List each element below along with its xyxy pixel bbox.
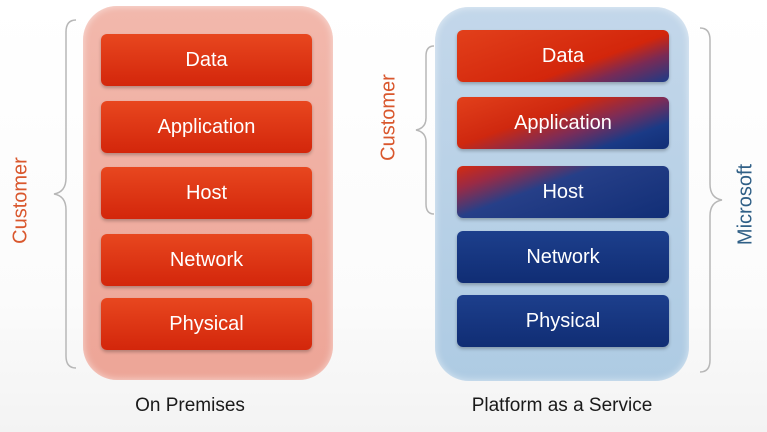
paas-layer-host: Host <box>457 166 669 218</box>
paas-caption: Platform as a Service <box>471 395 653 416</box>
paas-microsoft-label: Microsoft <box>734 163 757 246</box>
paas-layer-application: Application <box>457 97 669 149</box>
paas-layer-network: Network <box>457 231 669 283</box>
on-premises-customer-label: Customer <box>9 157 32 244</box>
paas-customer-bracket <box>415 45 435 215</box>
paas-microsoft-bracket <box>699 27 723 373</box>
paas-layer-physical: Physical <box>457 295 669 347</box>
paas-customer-label: Customer <box>377 74 400 161</box>
on-premises-layer-application: Application <box>101 101 312 153</box>
on-premises-layer-host: Host <box>101 167 312 219</box>
paas-layer-data: Data <box>457 30 669 82</box>
on-premises-layer-data: Data <box>101 34 312 86</box>
on-premises-caption: On Premises <box>135 395 245 416</box>
on-premises-layer-network: Network <box>101 234 312 286</box>
on-premises-customer-bracket <box>53 19 77 369</box>
on-premises-layer-physical: Physical <box>101 298 312 350</box>
